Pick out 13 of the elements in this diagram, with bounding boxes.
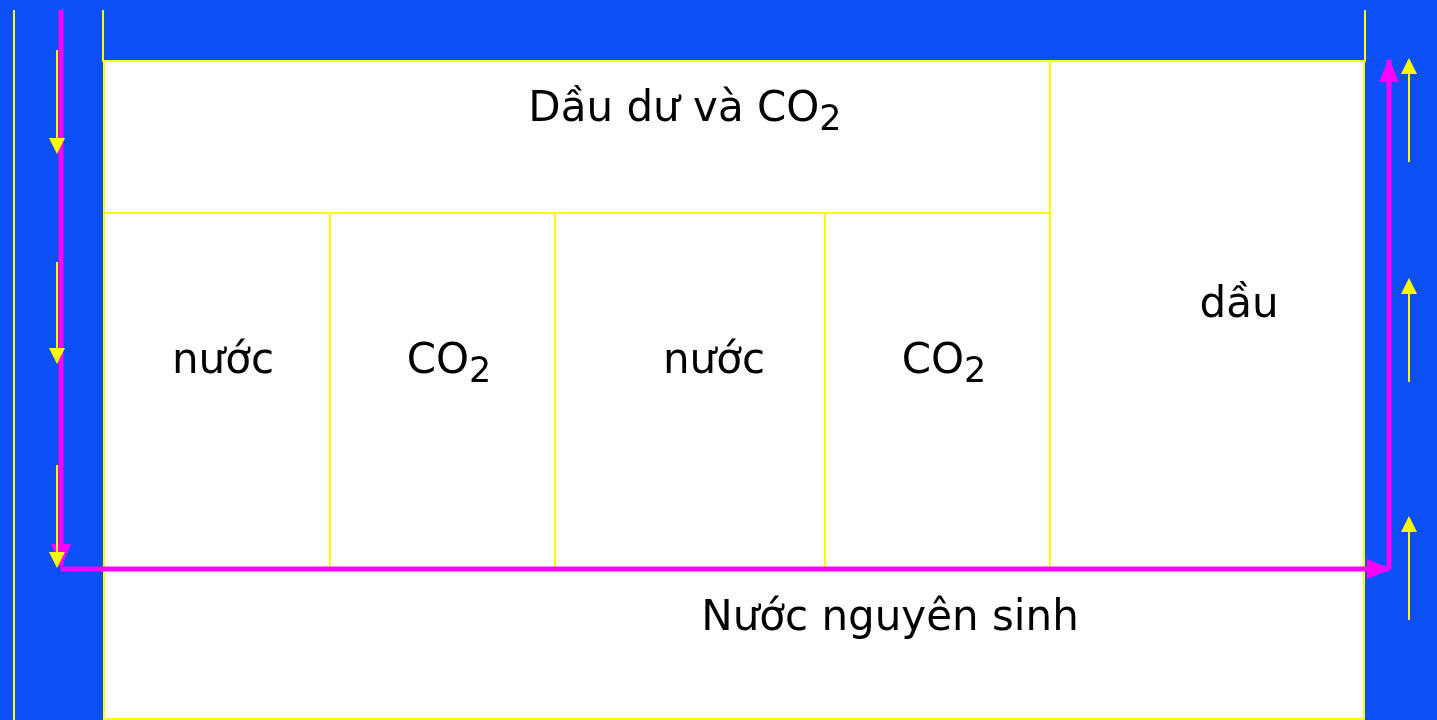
zone-label: dầu <box>1199 277 1279 327</box>
zone-label: Nước nguyên sinh <box>701 590 1079 640</box>
zone-label: Dầu dư và CO$_{2}$ <box>528 81 842 139</box>
zone-label: CO$_{2}$ <box>901 333 987 391</box>
reservoir-zone <box>329 212 556 570</box>
reservoir-zone <box>1049 60 1365 570</box>
zone-label: CO$_{2}$ <box>406 333 492 391</box>
zone-label: nước <box>663 333 765 383</box>
reservoir-zone <box>554 212 826 570</box>
zone-label: nước <box>172 333 274 383</box>
reservoir-zone <box>103 60 1051 214</box>
reservoir-zone <box>824 212 1051 570</box>
reservoir-zone <box>103 212 331 570</box>
